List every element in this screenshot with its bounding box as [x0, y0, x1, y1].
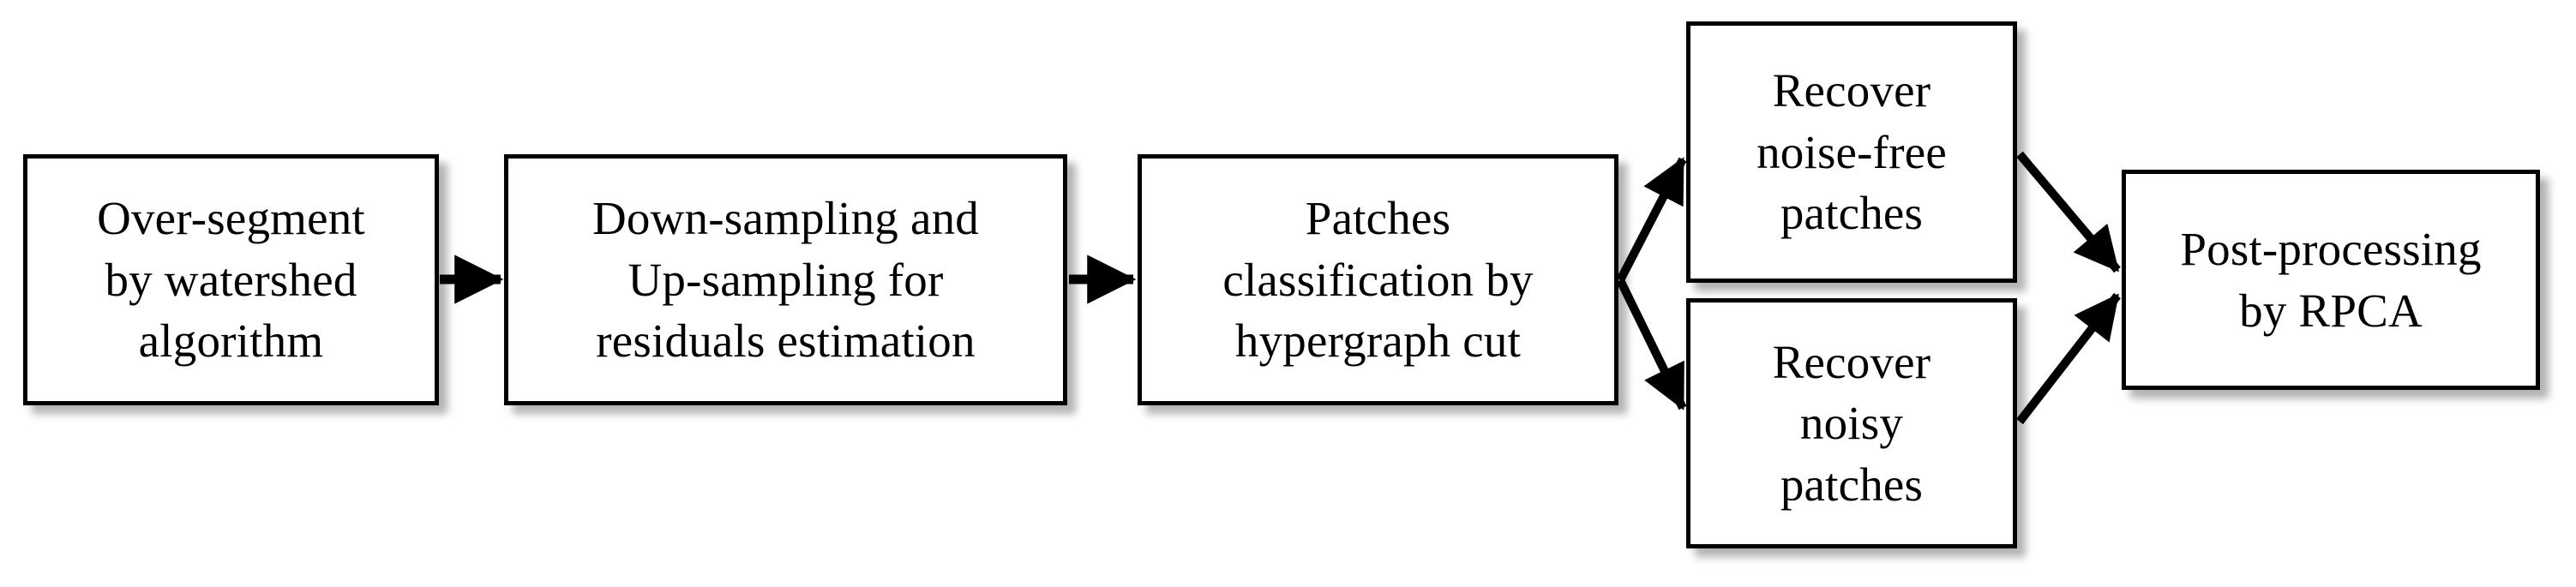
node-recover-noisy-label: Recover noisy patches — [1772, 335, 1931, 511]
node-down-up-sampling-label: Down-sampling and Up-sampling for residu… — [592, 192, 979, 368]
node-over-segment-label: Over-segment by watershed algorithm — [97, 192, 365, 368]
node-post-processing-label: Post-processing by RPCA — [2180, 223, 2482, 337]
node-over-segment[interactable]: Over-segment by watershed algorithm — [23, 154, 439, 405]
node-patches-classification-label: Patches classification by hypergraph cut — [1222, 192, 1534, 368]
node-recover-noise-free[interactable]: Recover noise-free patches — [1686, 21, 2017, 283]
node-post-processing[interactable]: Post-processing by RPCA — [2122, 170, 2540, 390]
edge-recover-noise-free-to-post-processing — [2016, 151, 2121, 273]
node-recover-noisy[interactable]: Recover noisy patches — [1686, 298, 2017, 548]
node-recover-noise-free-label: Recover noise-free patches — [1756, 64, 1947, 240]
edge-recover-noisy-to-post-processing — [2016, 292, 2121, 425]
node-patches-classification[interactable]: Patches classification by hypergraph cut — [1138, 154, 1618, 405]
node-down-up-sampling[interactable]: Down-sampling and Up-sampling for residu… — [504, 154, 1067, 405]
edge-patches-classification-to-recover-noisy — [1616, 278, 1687, 410]
edge-patches-classification-to-recover-noise-free — [1616, 157, 1687, 283]
